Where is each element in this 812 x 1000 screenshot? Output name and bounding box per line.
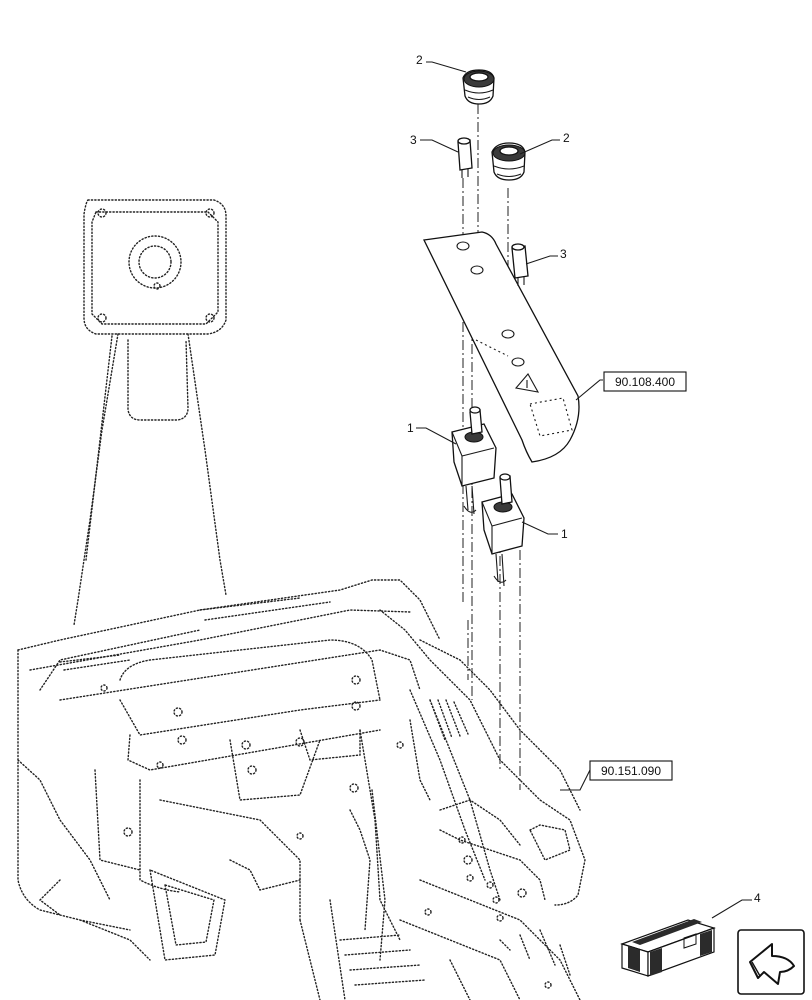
reference-box-top[interactable]: 90.108.400 [603, 371, 687, 392]
kit-box-icon [620, 919, 716, 977]
callout-1-lower: 1 [561, 527, 568, 541]
callout-4: 4 [754, 891, 761, 905]
callout-3-left: 3 [410, 133, 417, 147]
return-arrow-icon[interactable] [737, 929, 805, 995]
armrest-console-outline [17, 199, 586, 1000]
leader-lines [416, 61, 752, 919]
rocker-switch-lower [481, 473, 525, 587]
lamp-socket-top [457, 137, 473, 178]
switch-cover-plate [423, 231, 580, 463]
callout-2-right: 2 [563, 131, 570, 145]
push-button-top [462, 69, 495, 105]
callout-3-right: 3 [560, 247, 567, 261]
lamp-socket-right [511, 243, 529, 286]
rocker-switch-upper [451, 406, 497, 515]
callout-1-upper: 1 [407, 421, 414, 435]
reference-code-top: 90.108.400 [615, 375, 675, 389]
push-button-middle [491, 142, 526, 181]
reference-code-bottom: 90.151.090 [601, 764, 661, 778]
callout-2-top: 2 [416, 53, 423, 67]
reference-box-bottom[interactable]: 90.151.090 [589, 760, 673, 781]
